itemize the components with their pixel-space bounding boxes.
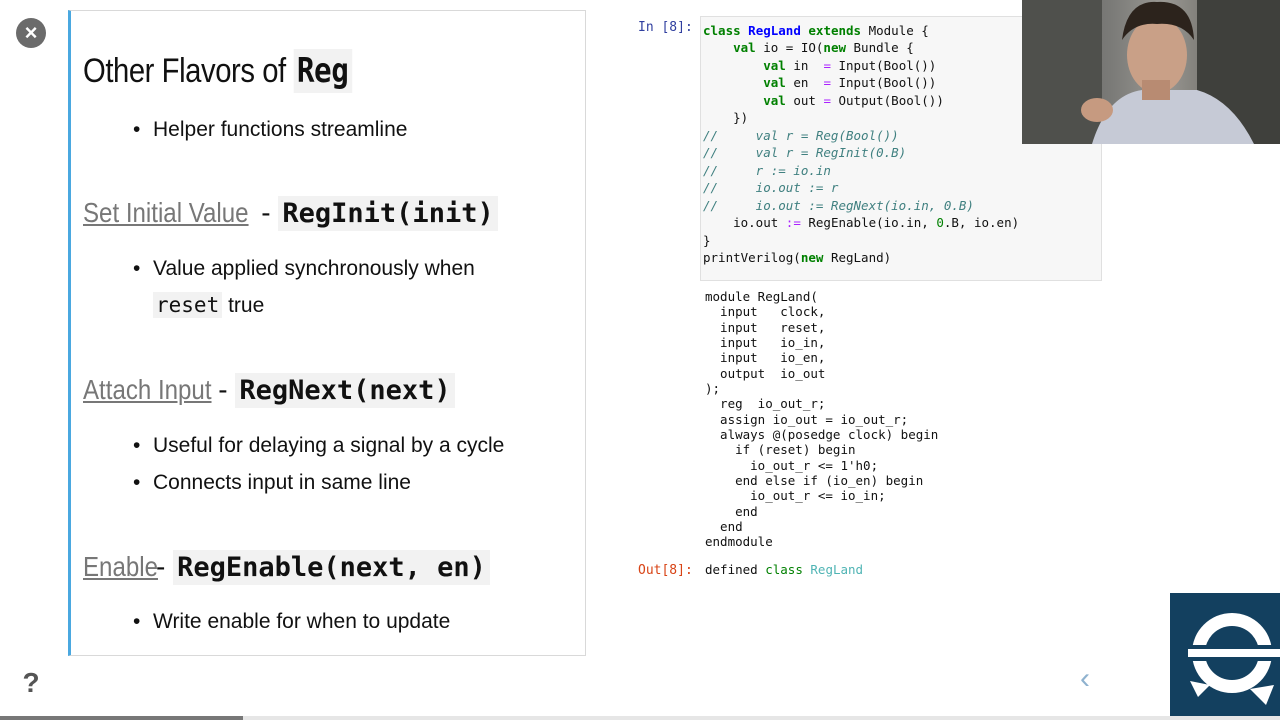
code-line: // val r = RegInit(0.B)	[703, 145, 907, 160]
output-line: endmodule	[705, 534, 773, 549]
output-line: io_out_r <= 1'h0;	[705, 458, 879, 473]
code-line: // r := io.in	[703, 163, 831, 178]
output-line: end else if (io_en) begin	[705, 473, 924, 488]
output-line: io_out_r <= io_in;	[705, 488, 886, 503]
close-button[interactable]: ×	[16, 18, 46, 48]
section-attach-input: Attach Input - RegNext(next)	[83, 373, 455, 408]
output-line: if (reset) begin	[705, 442, 856, 457]
section-enable: Enable - RegEnable(next, en)	[83, 550, 490, 585]
output-line: reg io_out_r;	[705, 396, 826, 411]
output-line: module RegLand(	[705, 289, 818, 304]
output-line: end	[705, 504, 758, 519]
cell-in-prompt: In [8]:	[638, 20, 693, 35]
code-line: })	[703, 110, 749, 125]
bullet-regenable-1: Write enable for when to update	[133, 610, 450, 634]
section-link-enable[interactable]: Enable	[83, 551, 158, 582]
slide-title-text: Other Flavors of	[83, 52, 286, 90]
code-line: val out = Output(Bool())	[763, 93, 944, 108]
output-line: input clock,	[705, 304, 826, 319]
code-line: val en = Input(Bool())	[763, 75, 937, 90]
code-line: val in = Input(Bool())	[763, 58, 937, 73]
presenter-image	[1022, 0, 1280, 144]
slide-panel: Other Flavors of Reg Helper functions st…	[68, 10, 586, 656]
output-line: input io_en,	[705, 350, 826, 365]
code-line: // io.out := r	[703, 180, 839, 195]
bullet-reginit-continuation: reset true	[153, 292, 265, 318]
help-button[interactable]: ?	[22, 667, 40, 698]
section-set-initial-value: Set Initial Value - RegInit(init)	[83, 196, 498, 231]
webcam-video	[1022, 0, 1280, 144]
result-prefix: defined	[705, 562, 758, 577]
cell-result: defined class RegLand	[705, 562, 863, 577]
section-dash: -	[155, 551, 166, 582]
section-code-regenable: RegEnable(next, en)	[173, 550, 490, 585]
bullet-reginit-1: Value applied synchronously when	[133, 257, 475, 281]
result-keyword: class	[765, 562, 803, 577]
section-code-reginit: RegInit(init)	[278, 196, 498, 231]
previous-slide-button[interactable]: ‹	[1080, 662, 1090, 695]
inline-code-reset: reset	[153, 292, 223, 318]
output-line: input reset,	[705, 320, 826, 335]
output-line: output io_out	[705, 366, 826, 381]
code-line: // val r = Reg(Bool())	[703, 128, 899, 143]
code-line: class RegLand extends Module {	[703, 23, 929, 38]
slide-title-code: Reg	[293, 49, 352, 93]
cell-out-prompt: Out[8]:	[638, 563, 693, 578]
output-line: assign io_out = io_out_r;	[705, 412, 909, 427]
progress-bar-fill	[0, 716, 244, 720]
output-line: end	[705, 519, 743, 534]
section-dash: -	[261, 197, 271, 228]
code-line: // io.out := RegNext(io.in, 0.B)	[703, 198, 974, 213]
code-line: printVerilog(new RegLand)	[703, 250, 892, 265]
output-line: );	[705, 381, 721, 396]
bullet-reginit-tail: true	[228, 294, 265, 317]
progress-bar	[0, 716, 1280, 720]
code-line: val io = IO(new Bundle {	[733, 40, 914, 55]
slide-title: Other Flavors of Reg	[83, 49, 352, 93]
output-line: input io_in,	[705, 335, 826, 350]
section-link-set-initial-value[interactable]: Set Initial Value	[83, 197, 249, 228]
chisel-logo	[1170, 593, 1280, 720]
section-code-regnext: RegNext(next)	[235, 373, 455, 408]
code-line: }	[703, 233, 711, 248]
section-link-attach-input[interactable]: Attach Input	[83, 374, 212, 405]
output-line: always @(posedge clock) begin	[705, 427, 939, 442]
bullet-regnext-2: Connects input in same line	[133, 471, 411, 495]
section-dash: -	[218, 374, 228, 405]
result-class-name: RegLand	[810, 562, 864, 577]
logo-mark-icon	[1180, 613, 1280, 705]
intro-bullet: Helper functions streamline	[133, 118, 407, 142]
bullet-regnext-1: Useful for delaying a signal by a cycle	[133, 434, 504, 458]
code-line: io.out := RegEnable(io.in, 0.B, io.en)	[703, 215, 1020, 230]
